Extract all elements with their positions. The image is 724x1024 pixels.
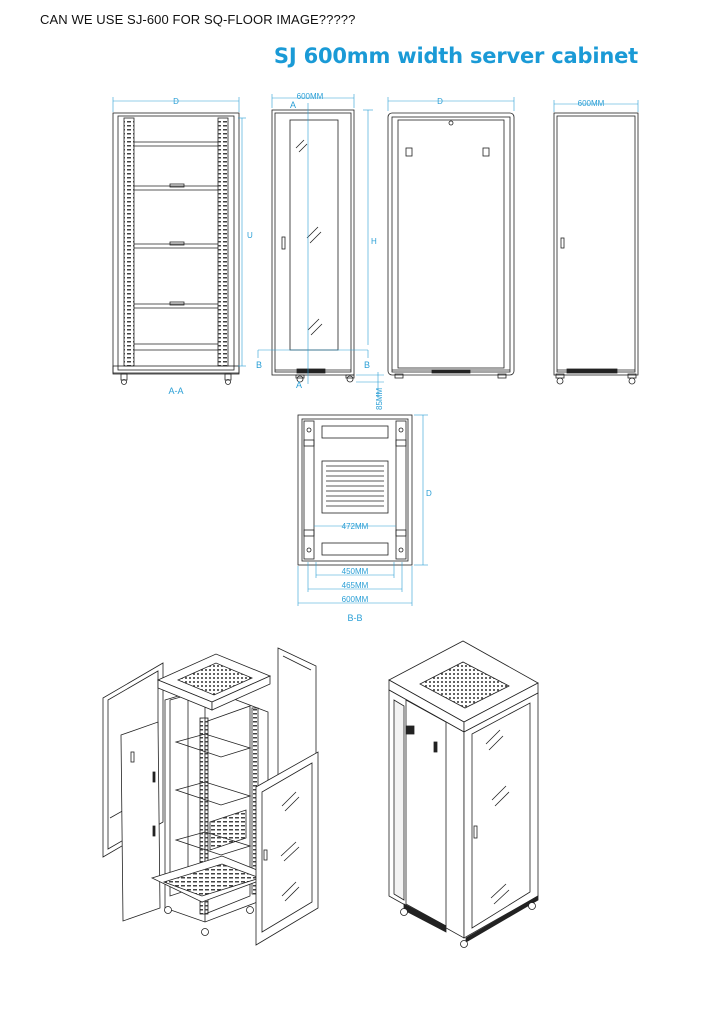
front-dimensions [387, 97, 515, 111]
assembled-isometric-view [388, 640, 539, 948]
right-view [553, 112, 639, 385]
exploded-isometric-view [102, 647, 319, 946]
question-note: CAN WE USE SJ-600 FOR SQ-FLOOR IMAGE????… [40, 12, 356, 27]
page-title: SJ 600mm width server cabinet [273, 44, 638, 68]
base-height-label: 85MM [375, 387, 384, 410]
front-d-label: D [437, 97, 443, 106]
width-465-label: 465MM [342, 581, 369, 590]
width-450-label: 450MM [342, 567, 369, 576]
cut-b-right-label: B [364, 360, 370, 370]
section-aa-label: A-A [168, 386, 183, 396]
cut-a-top-label: A [290, 100, 296, 110]
section-bb-label: B-B [347, 613, 362, 623]
section-bb-dimensions [297, 414, 428, 606]
dim-h-label: H [371, 237, 377, 246]
inner-width-label: 472MM [342, 522, 369, 531]
front-view [387, 112, 515, 379]
side-view [271, 109, 355, 383]
section-aa-dimensions [112, 97, 246, 367]
side-width-label: 600MM [297, 92, 324, 101]
right-width-label: 600MM [578, 99, 605, 108]
width-600-label: 600MM [342, 595, 369, 604]
side-dimensions [257, 94, 384, 398]
section-aa-view [112, 112, 240, 385]
cut-a-bottom-label: A [296, 380, 302, 390]
section-bb-view [297, 414, 413, 566]
right-dimensions [553, 100, 639, 112]
cut-b-left-label: B [256, 360, 262, 370]
dim-u-label: U [247, 231, 253, 240]
depth-d-label: D [426, 489, 432, 498]
dim-d-label: D [173, 97, 179, 106]
